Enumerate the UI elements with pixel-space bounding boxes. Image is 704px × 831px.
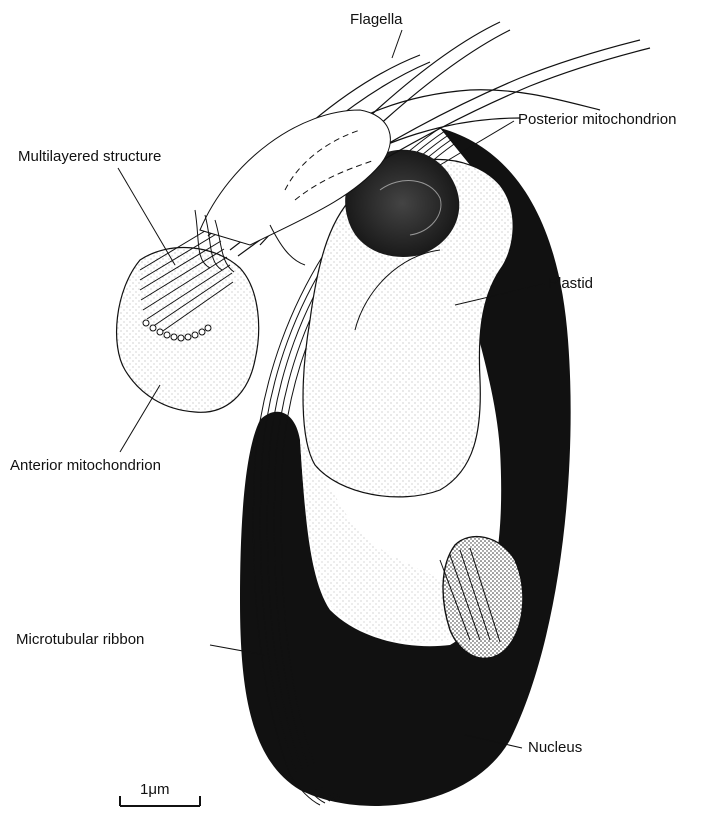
label-multilayered-structure: Multilayered structure <box>18 149 161 164</box>
scale-bar-label: 1μm <box>140 782 169 797</box>
striated-fibre-shape <box>440 537 523 659</box>
label-flagella: Flagella <box>350 12 403 27</box>
label-nucleus: Nucleus <box>528 740 582 755</box>
label-anterior-mitochondrion: Anterior mitochondrion <box>10 458 161 473</box>
label-microtubular-ribbon: Microtubular ribbon <box>16 632 144 647</box>
label-plastid: Plastid <box>548 276 593 291</box>
anterior-mitochondrion-shape <box>117 248 259 413</box>
label-posterior-mitochondrion: Posterior mitochondrion <box>518 112 676 127</box>
